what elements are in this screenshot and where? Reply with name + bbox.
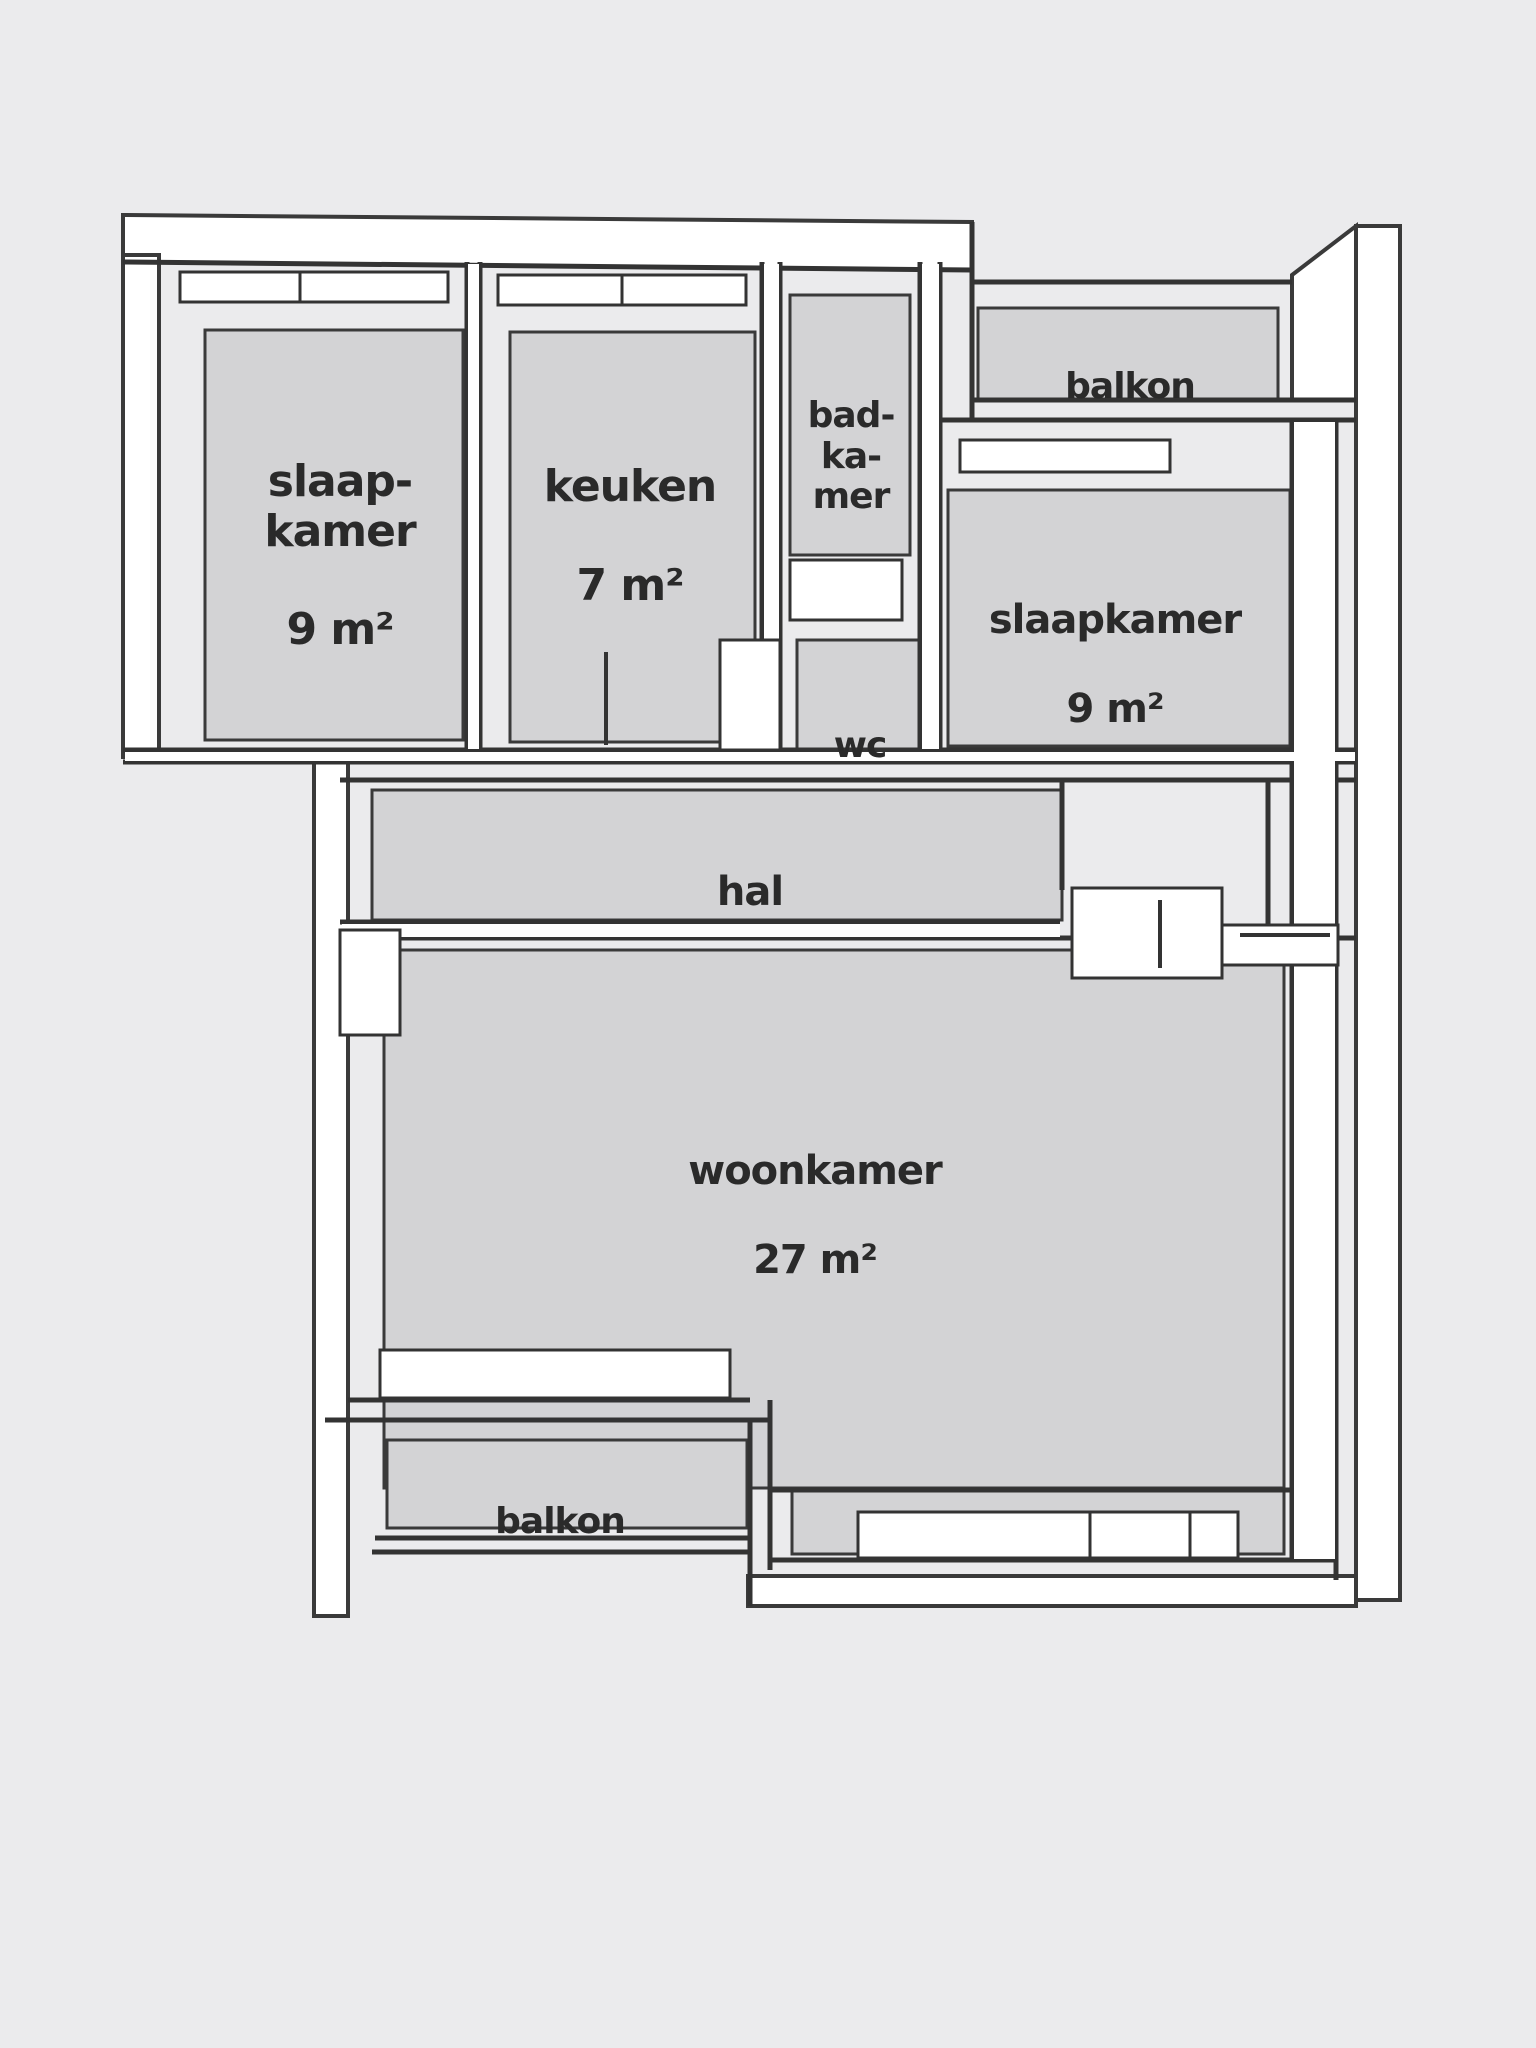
room-label-hall: hal [640, 825, 860, 915]
kitchen-cupboard [718, 638, 782, 752]
wall-right-column [1354, 224, 1402, 1602]
window-bedroom-left [178, 270, 450, 304]
room-label-bedroom-left: slaap- kamer 9 m² [220, 408, 460, 654]
window-bedroom-right [958, 438, 1172, 474]
room-name: keuken [543, 461, 717, 513]
window-living-bottom [856, 1510, 1240, 1560]
room-area: 27 m² [753, 1237, 878, 1284]
room-name: balkon [495, 1501, 626, 1543]
room-area: 9 m² [286, 604, 394, 656]
room-label-bedroom-right: slaapkamer 9 m² [960, 553, 1270, 732]
floor-kitchen [508, 330, 757, 744]
hall-closet [1070, 886, 1224, 980]
room-name: slaapkamer [988, 596, 1242, 643]
wall-bottom-right [746, 1574, 1358, 1608]
floor-balcony-top [976, 306, 1280, 402]
room-name: wc [833, 725, 888, 767]
floor-balcony-bottom [385, 1438, 749, 1530]
floor-toilet [795, 638, 923, 762]
wall-left-living [312, 748, 350, 1618]
floor-bedroom-left [203, 328, 465, 742]
bathroom-tub [788, 558, 904, 622]
room-label-balcony-top: balkon [1010, 327, 1250, 408]
wall-left-bedroom [121, 253, 161, 759]
wall-right-bevel [1290, 221, 1358, 402]
room-name: hal [716, 868, 784, 915]
room-area: 9 m² [1066, 686, 1165, 733]
room-name: slaap- kamer [264, 456, 416, 557]
meter-cupboard [338, 928, 402, 1037]
floor-hall [370, 788, 1064, 922]
room-name: woonkamer [688, 1147, 943, 1194]
room-name: bad- ka- mer [807, 395, 896, 517]
floor-bathroom [788, 293, 912, 557]
room-name: balkon [1065, 366, 1196, 408]
room-label-balcony-bottom: balkon [440, 1462, 680, 1543]
hall-closet-right [1220, 923, 1340, 967]
floor-bedroom-right [946, 488, 1292, 748]
room-label-bathroom: bad- ka- mer [786, 356, 916, 517]
room-label-kitchen: keuken 7 m² [520, 413, 740, 610]
room-area: 7 m² [576, 559, 684, 611]
room-label-living-room: woonkamer 27 m² [660, 1104, 970, 1283]
room-label-toilet: wc [800, 686, 920, 767]
window-balcony-door [378, 1348, 732, 1400]
